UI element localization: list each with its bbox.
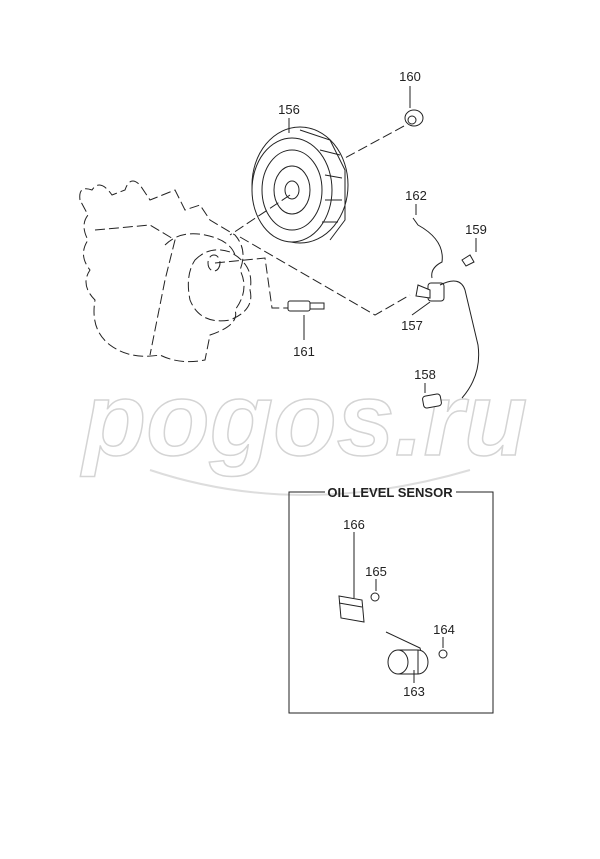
callout-161[interactable]: 161 xyxy=(293,344,315,359)
callout-156[interactable]: 156 xyxy=(278,102,300,117)
callout-157[interactable]: 157 xyxy=(401,318,423,333)
nut-160 xyxy=(404,109,424,127)
watermark: pogos.ru xyxy=(79,361,528,496)
callout-166[interactable]: 166 xyxy=(343,517,365,532)
callout-159[interactable]: 159 xyxy=(465,222,487,237)
callout-164[interactable]: 164 xyxy=(433,622,455,637)
callout-158[interactable]: 158 xyxy=(414,367,436,382)
oil-level-sensor-inset: OIL LEVEL SENSOR 166 165 164 163 xyxy=(288,485,494,714)
spark-plug-161 xyxy=(287,300,325,312)
callout-163[interactable]: 163 xyxy=(403,684,425,699)
callout-165[interactable]: 165 xyxy=(365,564,387,579)
flywheel-156 xyxy=(251,126,349,244)
inset-title: OIL LEVEL SENSOR xyxy=(327,485,453,500)
ignition-coil-157 xyxy=(412,217,480,409)
engine-outline xyxy=(79,180,252,363)
callout-160[interactable]: 160 xyxy=(399,69,421,84)
callout-162[interactable]: 162 xyxy=(405,188,427,203)
watermark-text: pogos.ru xyxy=(80,362,528,478)
